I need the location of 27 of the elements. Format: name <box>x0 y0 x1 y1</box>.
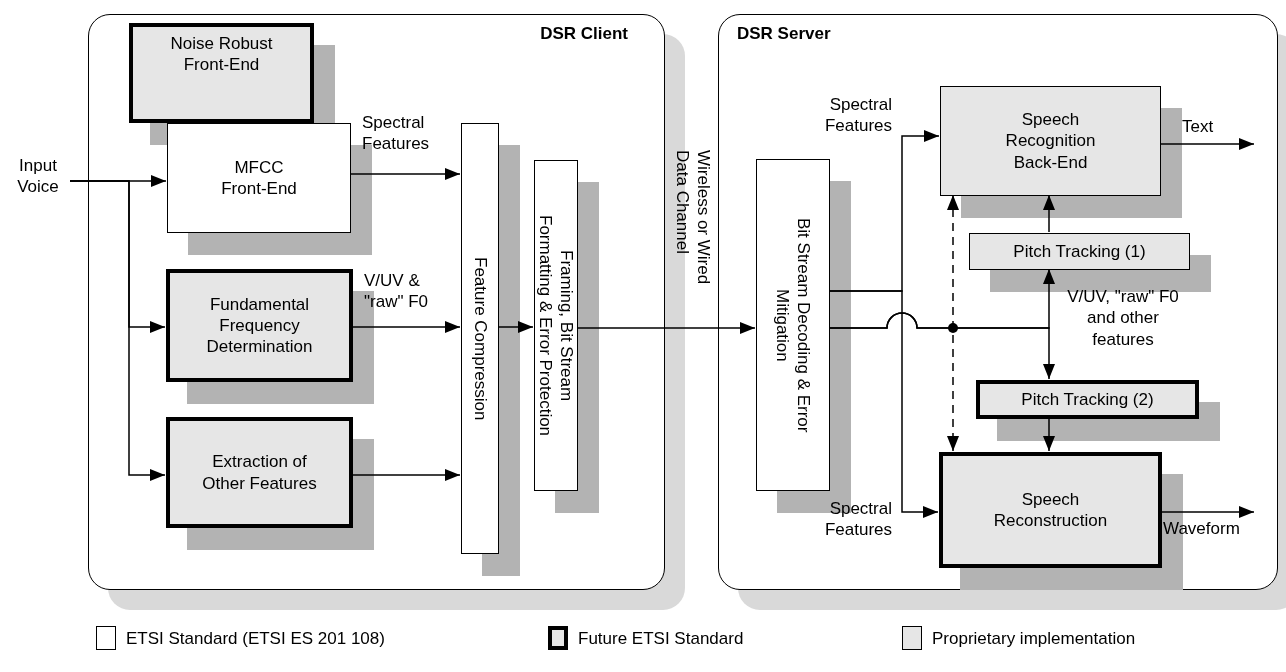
arrow <box>1043 194 1055 233</box>
signal-label: V/UV, "raw" F0 and other features <box>1066 286 1180 350</box>
arrow <box>497 321 534 333</box>
edge-label: Wireless or Wired Data Channel <box>671 150 714 287</box>
arrow <box>828 312 1055 380</box>
arrow <box>828 290 939 518</box>
arrow <box>1160 506 1255 518</box>
arrow <box>1043 417 1055 452</box>
legend-label: Proprietary implementation <box>932 628 1136 650</box>
arrow <box>1159 138 1255 150</box>
arrow <box>69 180 166 481</box>
edge-label: Waveform <box>1163 518 1241 540</box>
dashed-arrow <box>947 194 959 452</box>
edge-label: Spectral Features <box>362 112 431 155</box>
arrow <box>351 321 461 333</box>
arrow <box>349 168 461 180</box>
container-title: DSR Server <box>737 23 831 45</box>
arrow <box>576 322 756 334</box>
arrow <box>351 469 461 481</box>
edge-label: Text <box>1182 116 1215 138</box>
edge-label: Spectral Features <box>823 94 892 137</box>
edge-label: Spectral Features <box>823 498 892 541</box>
container-title: DSR Client <box>540 23 628 45</box>
legend-label: ETSI Standard (ETSI ES 201 108) <box>126 628 385 650</box>
edge-label: V/UV & "raw" F0 <box>364 270 430 313</box>
input-label: Input Voice <box>6 150 70 202</box>
legend-label: Future ETSI Standard <box>578 628 744 650</box>
